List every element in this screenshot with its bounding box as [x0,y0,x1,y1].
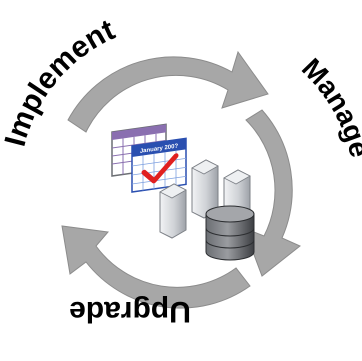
phase-label-manage: Manage [296,52,362,160]
phase-label-upgrade: Upgrade [69,295,191,328]
calendar-month-label: January 200? [140,143,179,154]
cycle-arrow-top [67,50,269,133]
cycle-arrow-bottom [61,225,251,309]
calendar-check-icon: January 200? [131,137,187,193]
phase-label-upgrade-group: Upgrade [69,295,191,328]
checkmark-icon [141,153,179,184]
database-icon [205,205,255,261]
